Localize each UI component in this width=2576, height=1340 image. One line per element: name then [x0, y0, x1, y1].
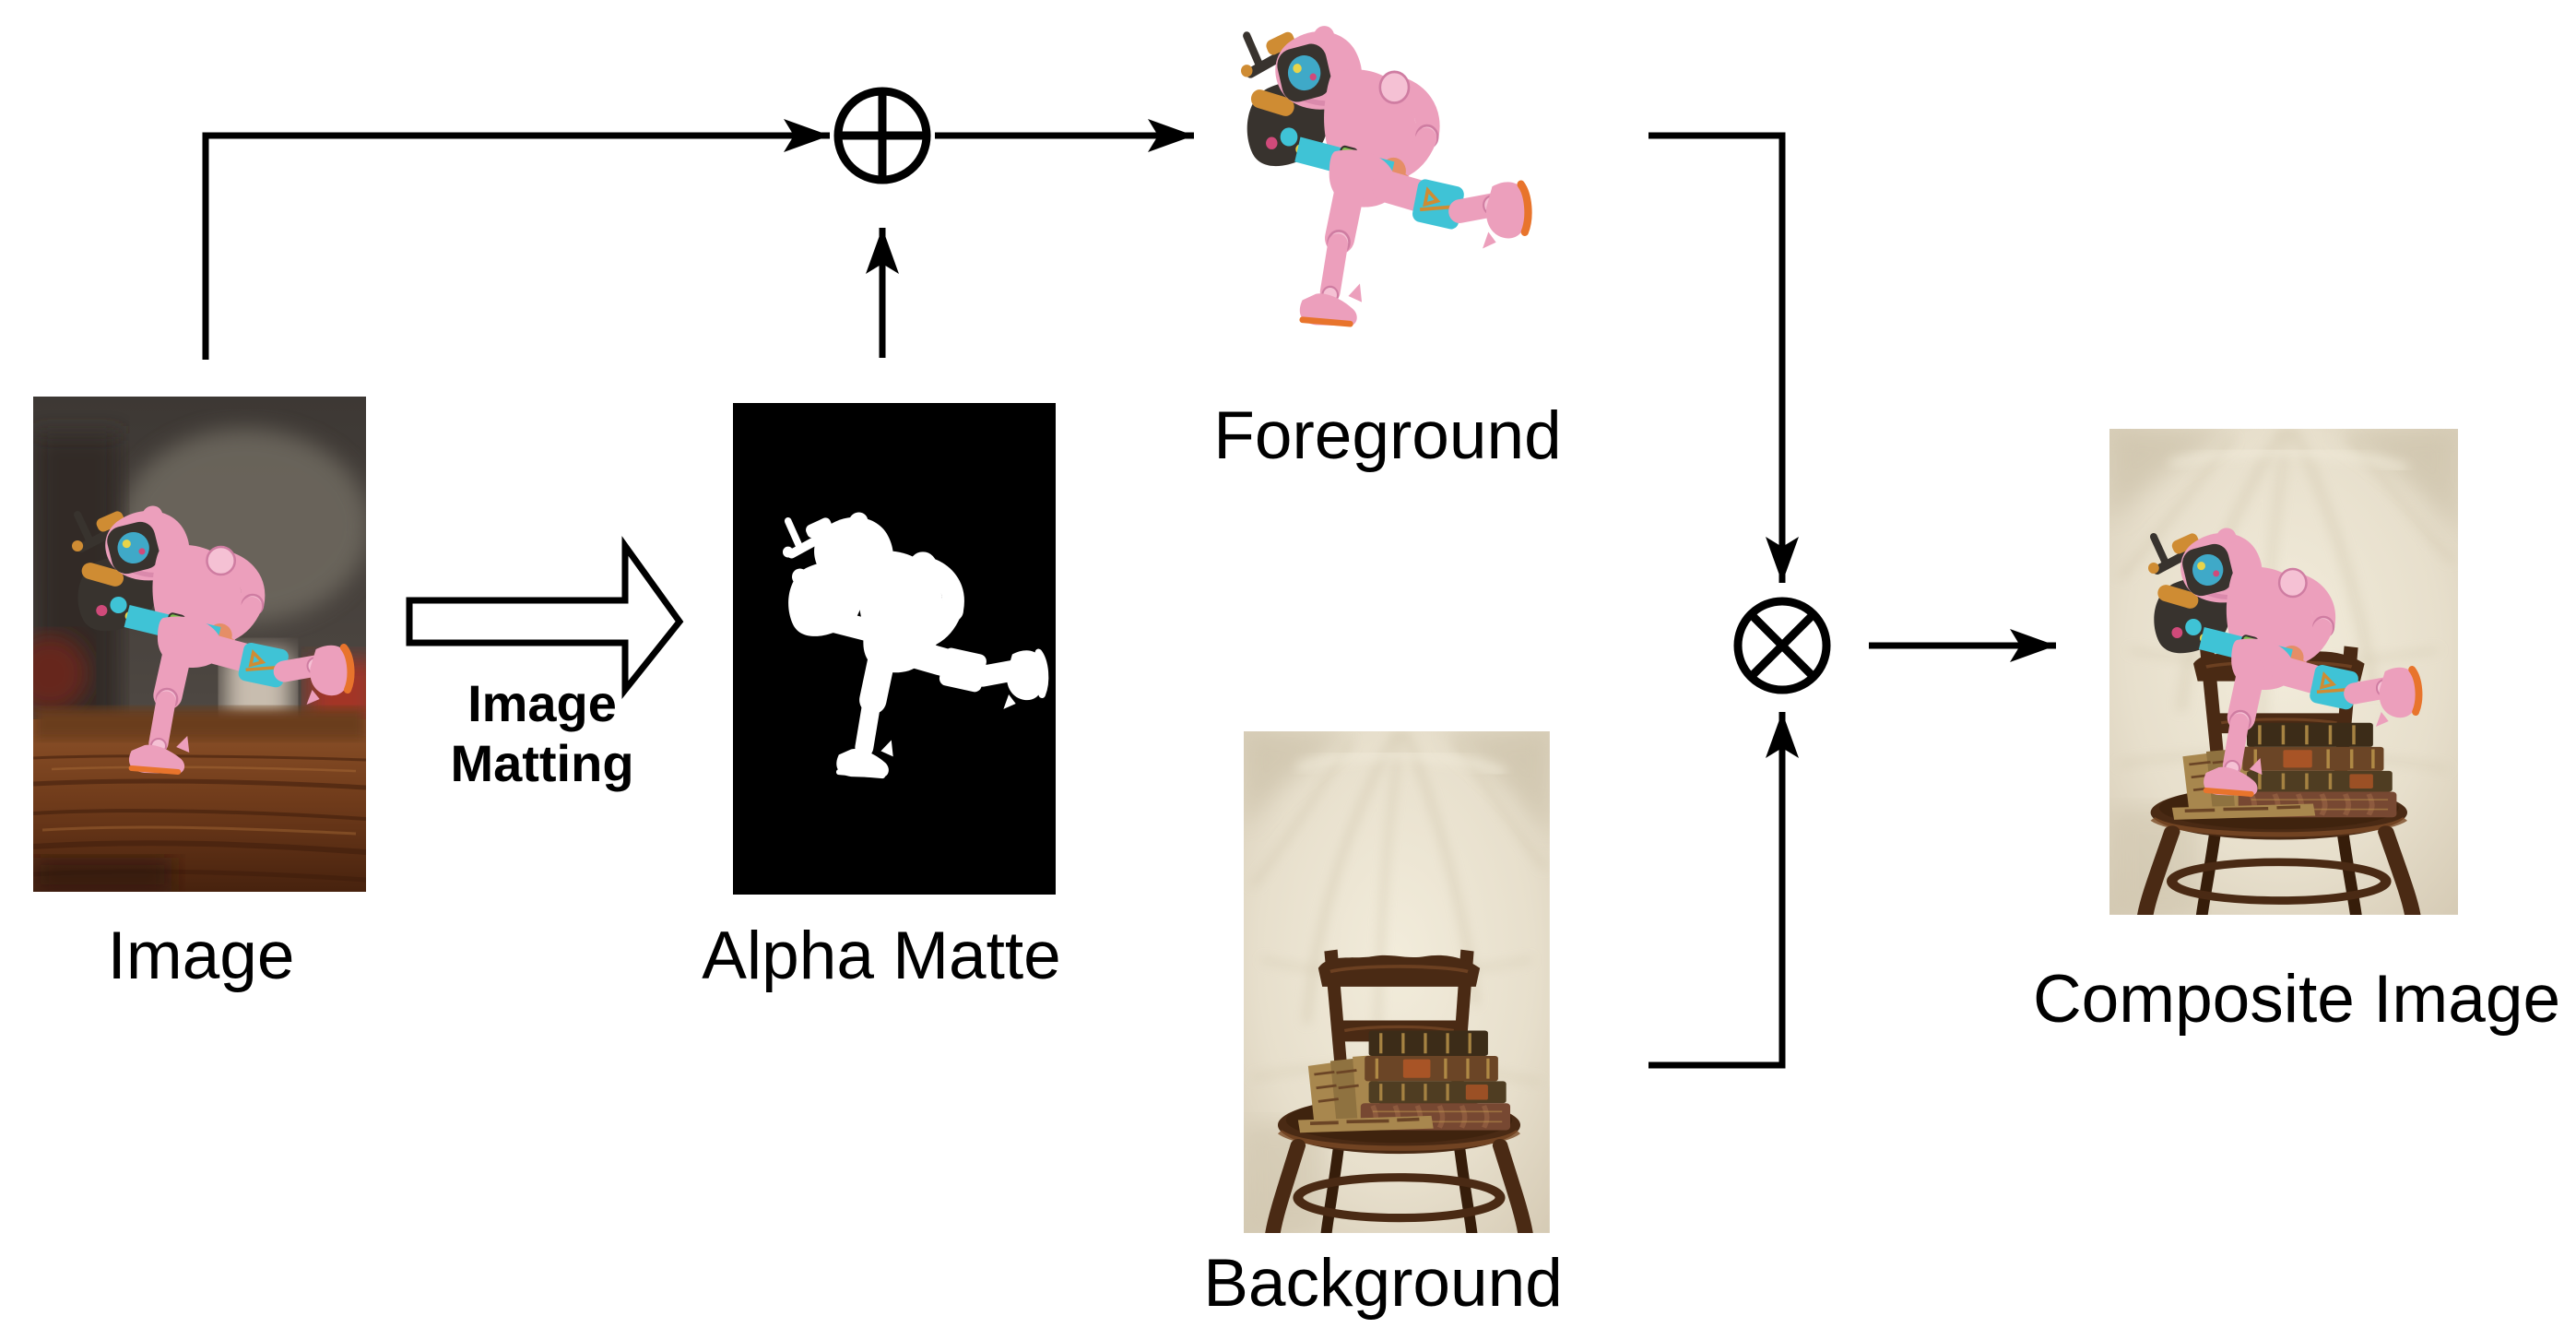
foreground-label: Foreground — [1213, 398, 1562, 473]
composite-image — [2109, 429, 2458, 915]
arrow-background-to-times — [1648, 712, 1799, 1069]
alpha-matte-image — [733, 403, 1056, 895]
background-image — [1244, 731, 1550, 1233]
composite-image-label: Composite Image — [2032, 962, 2561, 1037]
background-label: Background — [1203, 1246, 1563, 1321]
input-image-photo — [33, 397, 366, 892]
image-matting-label-line1: Image — [467, 674, 617, 732]
arrow-image-to-plus — [202, 119, 830, 360]
image-matting-block-arrow — [406, 536, 684, 700]
foreground-image — [1241, 26, 1528, 326]
alpha-matte-label: Alpha Matte — [702, 919, 1061, 993]
circled-plus-icon — [833, 87, 931, 184]
circled-times-icon — [1733, 597, 1831, 694]
image-label: Image — [107, 919, 295, 993]
image-matting-label-line2: Matting — [450, 733, 634, 792]
image-matting-label: Image Matting — [450, 674, 633, 794]
arrow-foreground-to-times — [1648, 132, 1799, 583]
